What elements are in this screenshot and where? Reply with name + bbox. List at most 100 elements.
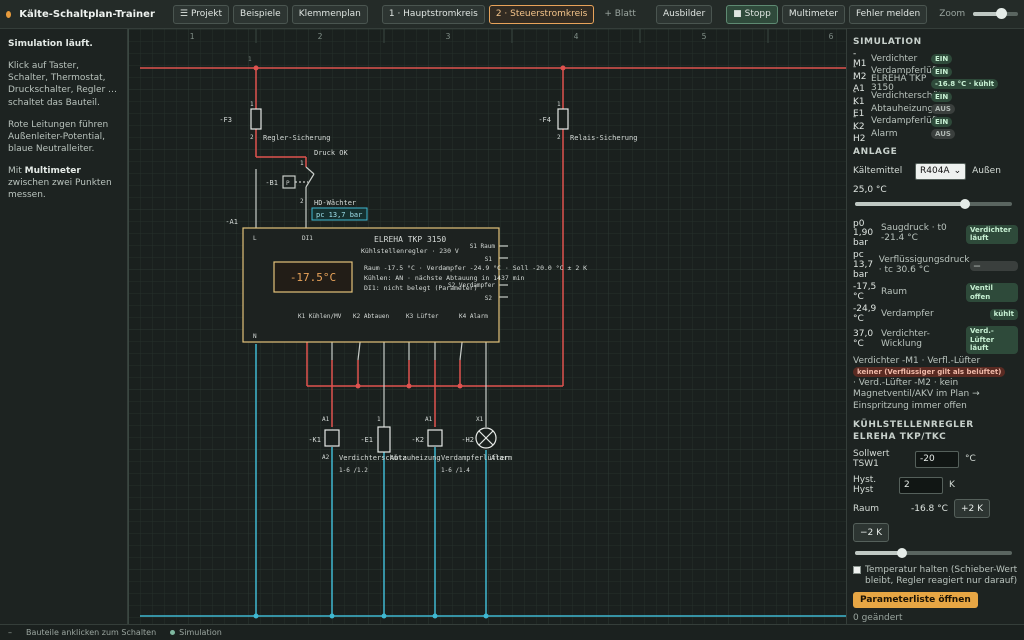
- room-temp-label: Raum: [853, 503, 880, 514]
- setpoint-input[interactable]: -20: [915, 450, 959, 468]
- column-label: 2: [318, 32, 323, 41]
- help-text-colors: Rote Leitungen führen Außenleiter-Potent…: [8, 119, 109, 154]
- plant-row-status-badge: —: [969, 260, 1018, 272]
- output-k2: K2 Abtauen: [353, 313, 390, 320]
- hold-temp-label: Temperatur halten (Schieber-Wert bleibt,…: [865, 565, 1018, 586]
- multimeter-button[interactable]: Multimeter: [781, 4, 845, 24]
- pin-s2: S2: [485, 295, 493, 302]
- hysteresis-input[interactable]: 2: [899, 476, 943, 494]
- sim-row-tag: -M2: [853, 61, 867, 82]
- k1-tag: -K1: [308, 436, 321, 444]
- hold-temp-checkbox[interactable]: [853, 566, 861, 575]
- room-temp-value: -16.8 °C: [911, 503, 948, 514]
- report-error-button[interactable]: Fehler melden: [848, 4, 928, 24]
- plant-row-value: p0 1,90 bar: [853, 218, 874, 249]
- output-k1: K1 Kühlen/MV: [298, 313, 342, 320]
- column-label: 5: [702, 32, 707, 41]
- k2-ref: 1-6 /1.4: [441, 467, 470, 474]
- heater-e1[interactable]: [377, 426, 391, 453]
- fuse-f3-desc: Regler-Sicherung: [263, 134, 330, 142]
- controller-subtitle: Kühlstellenregler · 230 V: [361, 247, 459, 255]
- plant-row-value: -24,9 °C: [853, 303, 877, 324]
- plant-row-value: pc 13,7 bar: [853, 250, 874, 280]
- pin-di1: DI1: [302, 235, 313, 242]
- hysteresis-unit: K: [949, 480, 955, 491]
- terminals-button[interactable]: Klemmenplan: [291, 4, 368, 24]
- column-label: 1: [190, 32, 195, 41]
- k1-desc: Verdichterschütz: [339, 454, 406, 462]
- toolbar: Kälte-Schaltplan-Trainer ☰Projekt Beispi…: [0, 0, 1024, 29]
- sim-row-name: Verdampferlüfter: [871, 116, 948, 127]
- room-plus-button[interactable]: +2 K: [953, 499, 990, 519]
- plant-row-label: Saugdruck · t0 -21.4 °C: [881, 223, 947, 244]
- output-k3: K3 Lüfter: [406, 313, 439, 320]
- fuse-f3[interactable]: [250, 108, 262, 130]
- collapse-icon[interactable]: –: [8, 628, 12, 637]
- trainer-button[interactable]: Ausbilder: [655, 4, 713, 24]
- terminal-label: 1: [248, 56, 252, 63]
- plant-values: p0 1,90 bar Saugdruck · t0 -21.4 °C Verdic…: [853, 218, 1018, 354]
- stop-button[interactable]: ■Stopp: [726, 4, 778, 24]
- stop-icon: ■: [733, 9, 742, 19]
- schematic-canvas[interactable]: 1 2 3 4 5 6: [128, 29, 846, 624]
- room-temp-slider[interactable]: [855, 548, 1012, 559]
- status-bar: – Bauteile anklicken zum Schalten Simula…: [0, 624, 1024, 640]
- terminal-label: 2: [557, 134, 561, 141]
- outside-temp: 25,0 °C: [853, 184, 887, 195]
- plant-row-label: Verdichter-Wicklung: [881, 329, 930, 349]
- coil-k1[interactable]: [324, 429, 340, 447]
- refrigerant-select[interactable]: R404A⌄: [915, 162, 967, 180]
- output-k4: K4 Alarm: [459, 313, 488, 320]
- stop-label: Stopp: [744, 9, 771, 19]
- sim-row-name: Verdichter: [871, 53, 918, 64]
- e1-desc: Abtauheizung: [390, 454, 441, 462]
- plant-row-label: Raum: [881, 286, 908, 297]
- sim-status-heading: Simulation läuft.: [8, 39, 93, 49]
- outside-slider-knob[interactable]: [959, 198, 970, 209]
- sim-row-state-badge: EIN: [931, 66, 953, 77]
- add-sheet-button[interactable]: + Blatt: [604, 9, 636, 19]
- plant-row-status-badge: Ventil offen: [966, 283, 1018, 303]
- tab-main-circuit[interactable]: 1 · Hauptstromkreis: [381, 4, 485, 24]
- room-slider-knob[interactable]: [897, 548, 908, 559]
- project-button[interactable]: ☰Projekt: [172, 4, 230, 24]
- fuse-f4-tag: -F4: [538, 116, 551, 124]
- sim-row-state-badge: AUS: [931, 129, 955, 140]
- condenser-warning-badge: keiner (Verflüssiger gilt als belüftet): [853, 366, 1006, 377]
- fuse-f4[interactable]: [557, 108, 569, 130]
- terminal-label: A1: [322, 416, 330, 423]
- simulation-indicator: Simulation: [170, 628, 222, 637]
- zoom-slider[interactable]: [973, 8, 1019, 19]
- app-title: Kälte-Schaltplan-Trainer: [19, 8, 155, 20]
- zoom-slider-knob[interactable]: [995, 8, 1007, 19]
- open-parameters-button[interactable]: Parameterliste öffnen: [853, 591, 978, 608]
- outside-temp-slider[interactable]: [855, 198, 1012, 209]
- simulation-indicator-label: Simulation: [179, 628, 222, 637]
- controller-display-value: -17.5°C: [290, 271, 336, 284]
- k1-ref: 1-6 /1.2: [339, 467, 368, 474]
- alarm-lamp-icon[interactable]: [475, 427, 497, 449]
- schematic-svg[interactable]: 1 2 3 4 5 6: [128, 29, 846, 624]
- column-label: 3: [446, 32, 451, 41]
- setpoint-unit: °C: [965, 454, 976, 465]
- plant-note-valve: · Verd.-Lüfter -M2 · kein Magnetventil/A…: [853, 378, 980, 411]
- sim-row-tag: -E1: [853, 99, 865, 120]
- coil-k2[interactable]: [427, 429, 443, 447]
- plant-row: -17,5 °C Raum Ventil offen: [853, 281, 1018, 303]
- room-minus-button[interactable]: −2 K: [853, 523, 890, 543]
- terminal-label: 1: [300, 160, 304, 167]
- sim-row-name: ELREHA TKP 3150: [871, 73, 927, 94]
- terminal-label: 2: [300, 198, 304, 205]
- outside-label: Außen: [972, 166, 1001, 176]
- tab-control-circuit[interactable]: 2 · Steuerstromkreis: [488, 4, 595, 24]
- examples-button[interactable]: Beispiele: [233, 4, 288, 24]
- plant-row-value: -17,5 °C: [853, 281, 877, 302]
- fuse-f3-tag: -F3: [219, 116, 232, 124]
- plant-row-label: Verflüssigungsdruck · tc 30.6 °C: [878, 255, 970, 275]
- sim-row-tag: -M1: [853, 49, 867, 70]
